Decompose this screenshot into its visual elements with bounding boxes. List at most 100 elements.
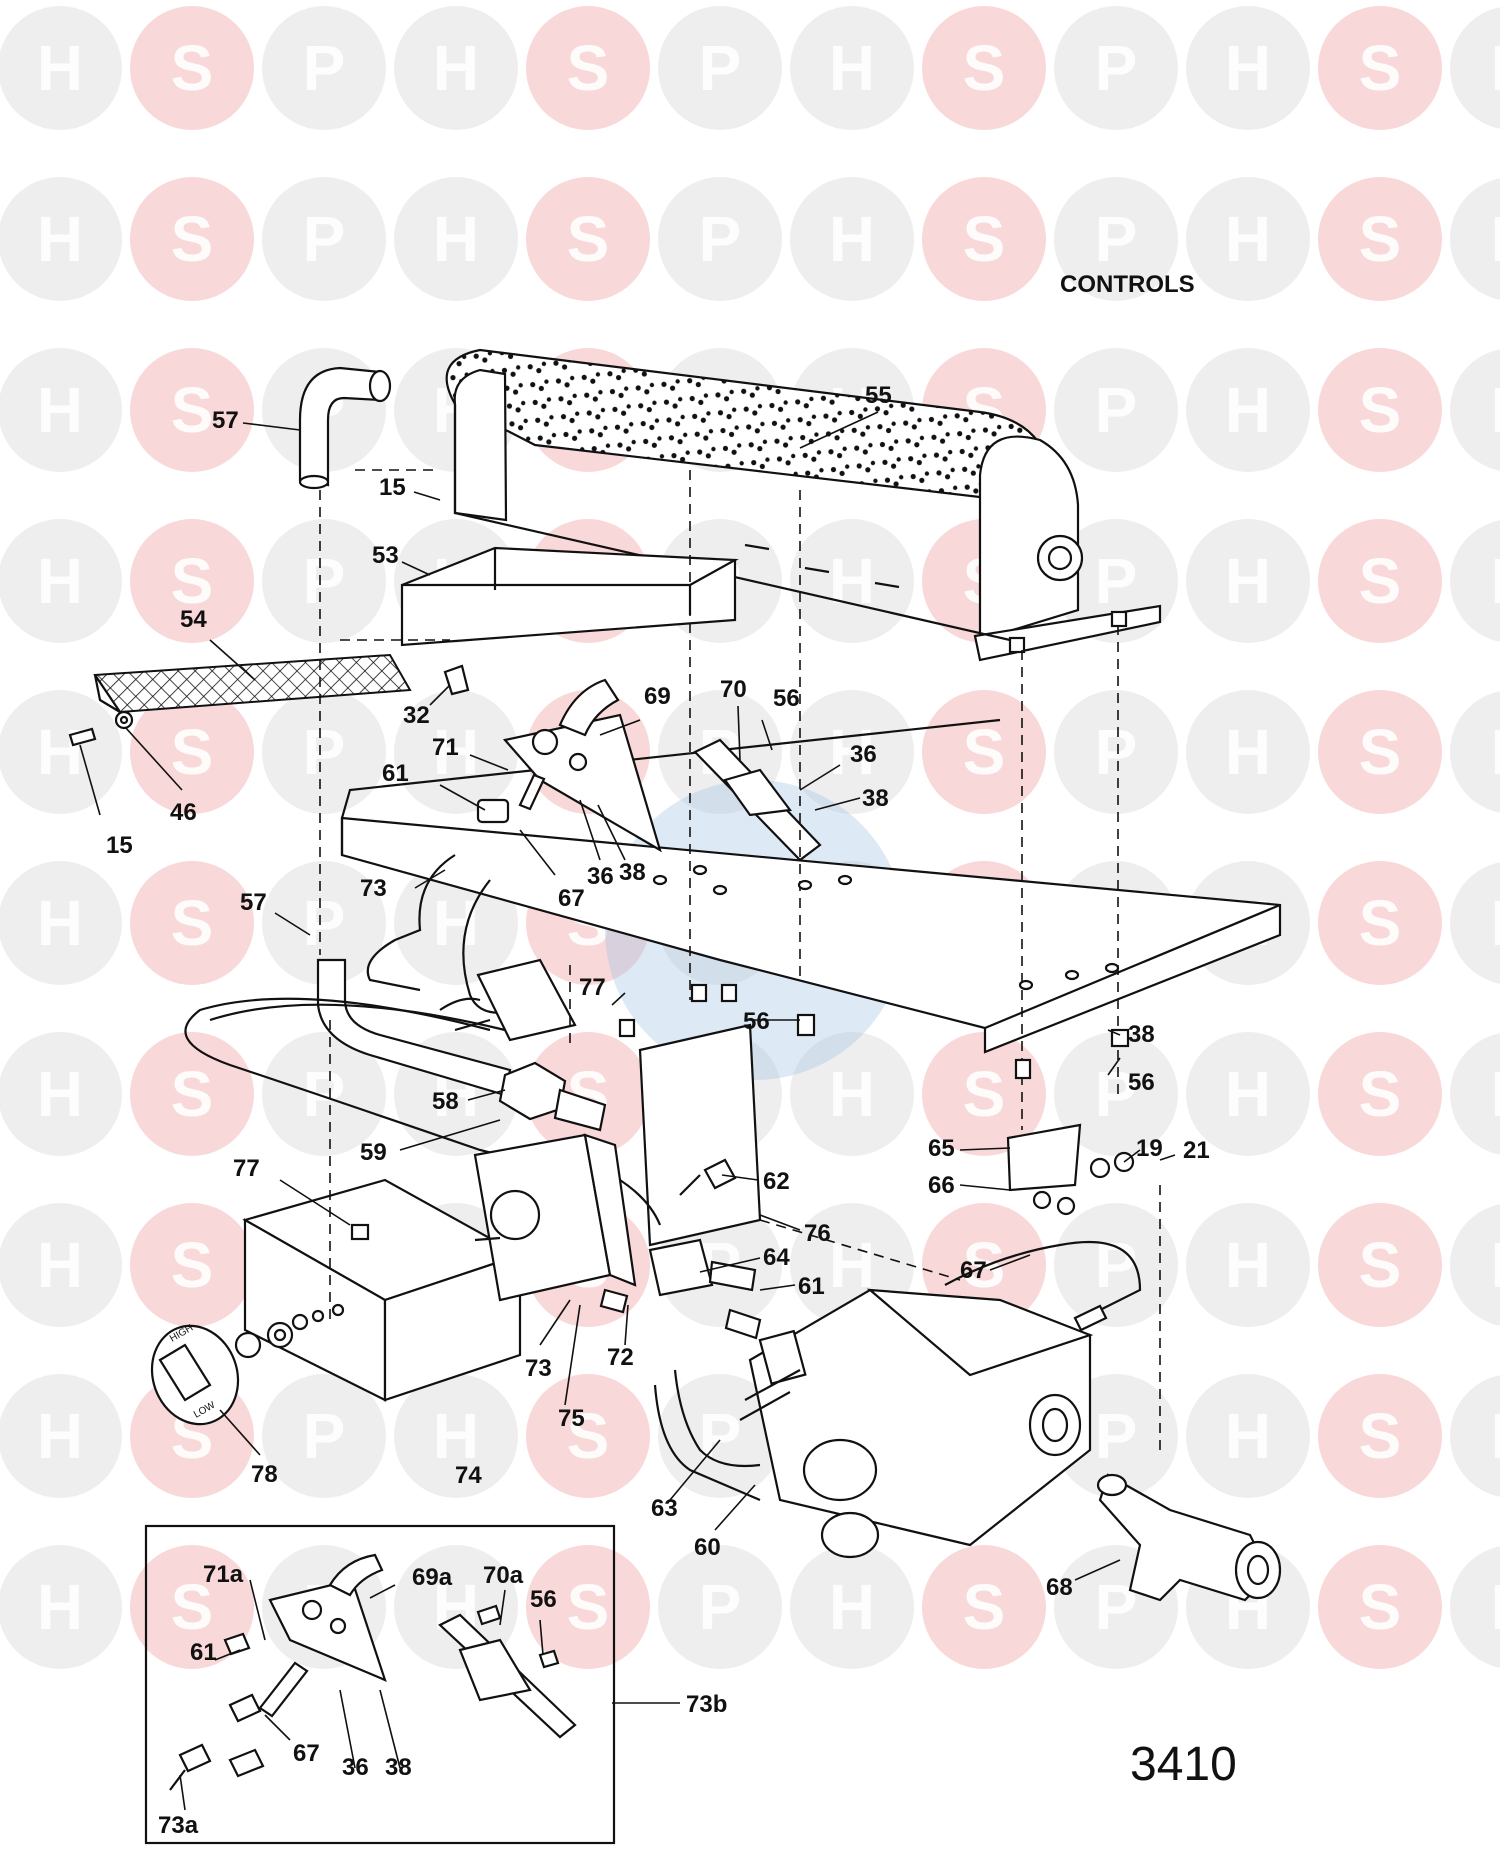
watermark-letter: P: [1491, 374, 1500, 446]
watermark-disc: [1054, 6, 1178, 130]
watermark-letter: H: [1225, 1400, 1271, 1472]
part-label: 62: [763, 1168, 790, 1195]
watermark-letter: S: [1359, 1229, 1402, 1301]
watermark-disc: [1186, 177, 1310, 301]
watermark-letter: S: [567, 32, 610, 104]
watermark-letter: S: [963, 716, 1006, 788]
watermark-disc: [1186, 1203, 1310, 1327]
watermark-letter: P: [1095, 1571, 1138, 1643]
part-label: 38: [385, 1754, 412, 1781]
part-label: 66: [928, 1172, 955, 1199]
watermark-letter: S: [171, 32, 214, 104]
watermark-disc: [0, 348, 122, 472]
watermark-disc: [922, 690, 1046, 814]
part-label: 46: [170, 799, 197, 826]
watermark-disc: [526, 177, 650, 301]
watermark-letter: P: [1095, 1229, 1138, 1301]
watermark-disc: [262, 1032, 386, 1156]
watermark-letter: P: [1491, 1400, 1500, 1472]
watermark-disc: [526, 1545, 650, 1669]
bracket-65: [1006, 1123, 1082, 1192]
watermark-letter: P: [1491, 545, 1500, 617]
part-label: 69: [644, 683, 671, 710]
watermark-letter: S: [1359, 887, 1402, 959]
watermark-disc: [1186, 348, 1310, 472]
part-label: 73a: [158, 1812, 199, 1839]
watermark-disc: [1318, 348, 1442, 472]
thermostat-75: [473, 1133, 637, 1302]
watermark-disc: [1450, 1204, 1500, 1326]
part-label: 56: [1128, 1069, 1155, 1096]
watermark-disc: [0, 1203, 122, 1327]
watermark-letter: P: [303, 1058, 346, 1130]
watermark-letter: S: [1359, 1058, 1402, 1130]
watermark-disc: [1318, 1374, 1442, 1498]
watermark-disc: [394, 177, 518, 301]
watermark-disc: [1450, 1546, 1500, 1668]
watermark-letter: H: [1225, 716, 1271, 788]
watermark-letter: H: [1225, 32, 1271, 104]
watermark-letter: S: [1359, 716, 1402, 788]
part-label: 61: [798, 1273, 825, 1300]
watermark-disc: [1318, 1545, 1442, 1669]
watermark-letter: H: [37, 374, 83, 446]
part-label: 67: [558, 885, 585, 912]
watermark-disc: [262, 6, 386, 130]
watermark-letter: P: [699, 1571, 742, 1643]
part-label: 65: [928, 1135, 955, 1162]
control-box-74: [242, 1178, 523, 1402]
watermark-disc: [1450, 349, 1500, 471]
pilot-bracket: [502, 678, 822, 862]
watermark-letter: P: [1095, 716, 1138, 788]
watermark-letter: H: [829, 545, 875, 617]
watermark-letter: H: [1225, 1058, 1271, 1130]
watermark-disc: [262, 177, 386, 301]
watermark-disc: [1450, 520, 1500, 642]
watermark-letter: S: [171, 374, 214, 446]
watermark-letter: P: [1491, 203, 1500, 275]
gas-valve-60: [739, 1288, 1094, 1559]
watermark-disc: [1318, 1032, 1442, 1156]
watermark-letter: P: [303, 32, 346, 104]
watermark-disc: [1450, 178, 1500, 300]
watermark-disc: [130, 861, 254, 985]
watermark-letter: P: [1095, 374, 1138, 446]
part-label: 54: [180, 606, 207, 633]
label-leaders: [79, 411, 1176, 1811]
watermark-letter: H: [37, 1400, 83, 1472]
watermark-letter: P: [699, 203, 742, 275]
watermark-disc: [130, 6, 254, 130]
watermark-disc: [1186, 1032, 1310, 1156]
watermark-disc: [1450, 1375, 1500, 1497]
watermark-letter: S: [171, 545, 214, 617]
part-label: 74: [455, 1462, 482, 1489]
part-label: 15: [379, 474, 406, 501]
watermark-letter: P: [303, 1400, 346, 1472]
watermark-letter: H: [433, 887, 479, 959]
inset-73b: [144, 1524, 616, 1845]
part-label: 77: [233, 1155, 260, 1182]
watermark-letter: H: [1225, 374, 1271, 446]
watermark-disc: [790, 1032, 914, 1156]
watermark-disc: [0, 861, 122, 985]
assembly-lines: [319, 469, 1161, 1450]
part-label: 60: [694, 1534, 721, 1561]
tray: [340, 718, 1282, 1054]
watermark-disc: [0, 519, 122, 643]
watermark-disc: [658, 1545, 782, 1669]
watermark-letter: H: [829, 1571, 875, 1643]
part-label: 59: [360, 1139, 387, 1166]
part-label: 61: [382, 760, 409, 787]
part-label: 58: [432, 1088, 459, 1115]
capillary-59: [184, 997, 561, 1172]
watermark-disc: [1318, 6, 1442, 130]
watermark-disc: [394, 6, 518, 130]
watermark-letter: P: [699, 1400, 742, 1472]
part-labels: 57 55 15 53 54 32 15 46 69 70 56 36 38 7…: [106, 382, 1210, 1839]
part-label: 72: [607, 1344, 634, 1371]
watermark-letter: P: [699, 32, 742, 104]
watermark-letter: P: [1491, 1229, 1500, 1301]
hsp-watermark: HSPHSPHSPHSPHSPHSPHSPHSPHSPHSPHSPHSPHSPH…: [0, 6, 1500, 1669]
watermark-disc: [526, 1374, 650, 1498]
part-label: 15: [106, 832, 133, 859]
